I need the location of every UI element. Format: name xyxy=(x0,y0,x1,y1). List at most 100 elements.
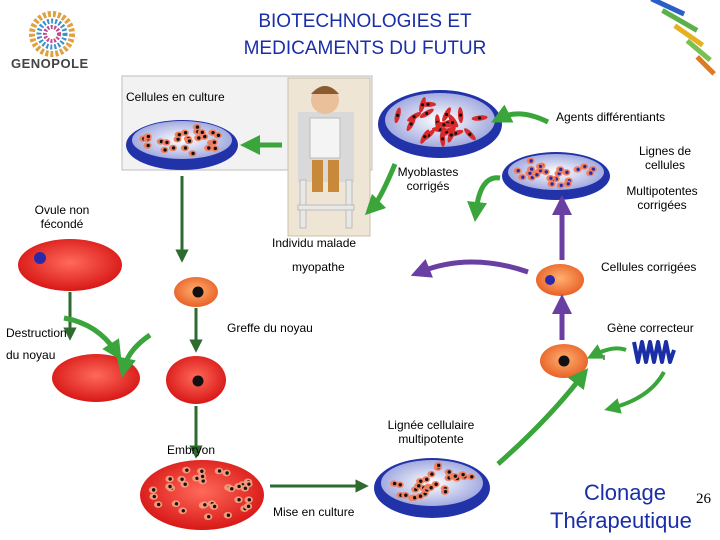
dish-cell-nucleus xyxy=(420,103,425,107)
cell-with-gene xyxy=(540,344,588,378)
dish-cell-nucleus xyxy=(183,482,187,486)
dish-cell-nucleus xyxy=(478,116,482,120)
arrow-destruction-noyau xyxy=(63,315,122,361)
dish-cell-nucleus xyxy=(529,167,534,171)
dish-cell-nucleus xyxy=(418,494,423,498)
dish-cell-nucleus xyxy=(404,493,408,497)
dish-cell-nucleus xyxy=(185,468,189,472)
dish-cell-nucleus xyxy=(429,485,433,490)
dish-cell-nucleus xyxy=(247,498,251,502)
dish-cell-nucleus xyxy=(203,503,207,507)
dish-cell-nucleus xyxy=(212,504,217,509)
dish-cell-nucleus xyxy=(176,137,180,141)
arrow-corrected-to-patient xyxy=(410,259,529,278)
title-line-2: MEDICAMENTS DU FUTUR xyxy=(243,38,487,59)
dish-cell-nucleus xyxy=(191,151,195,156)
decorative-stripes-icon xyxy=(650,0,716,76)
dish-cell-nucleus xyxy=(152,494,156,499)
dish-cell-nucleus xyxy=(538,168,543,173)
dish-cell-nucleus xyxy=(454,131,458,135)
label-lignee-cellulaire: Lignée cellulaire multipotente xyxy=(376,418,486,446)
dish-cell-nucleus xyxy=(212,140,217,144)
dish-cell-nucleus xyxy=(549,176,553,180)
label-individu-malade: Individu malade xyxy=(272,236,357,250)
page-title: BIOTECHNOLOGIES ET MEDICAMENTS DU FUTUR xyxy=(160,8,570,62)
dish-cell-nucleus xyxy=(181,509,186,513)
dish-cell-nucleus xyxy=(168,484,172,489)
dish-cell-nucleus xyxy=(430,472,434,476)
dish-cell-nucleus xyxy=(396,113,400,117)
cell-corrected xyxy=(536,264,584,296)
label-du-noyau: du noyau xyxy=(6,348,56,362)
dish-cell-nucleus xyxy=(168,477,172,481)
dish-cell-nucleus xyxy=(243,486,248,490)
dish-cell-nucleus xyxy=(207,146,211,150)
dish-cell-nucleus xyxy=(180,477,184,481)
label-cellules-en-culture: Cellules en culture xyxy=(126,90,225,104)
dish-cell-nucleus xyxy=(559,183,563,188)
cell-reconstituted xyxy=(166,356,226,404)
dish-cell-nucleus xyxy=(443,490,448,494)
dish-cell-nucleus xyxy=(163,148,167,152)
gene-marker xyxy=(603,355,605,360)
dish-cell-nucleus xyxy=(426,102,430,106)
dish-cell-nucleus xyxy=(183,131,188,135)
dish-cell-nucleus xyxy=(461,472,465,477)
dish-culture xyxy=(126,120,238,170)
dish-cell-nucleus xyxy=(550,182,554,186)
dish-cell-nucleus xyxy=(417,484,421,488)
label-embryon: Embryon xyxy=(167,443,216,457)
title-line-1: BIOTECHNOLOGIES ET xyxy=(258,11,472,32)
dish-multipotent-line xyxy=(374,458,490,518)
dish-cell-nucleus xyxy=(200,474,205,479)
dish-cell-nucleus xyxy=(468,132,472,136)
dish-cell-nucleus xyxy=(159,139,164,144)
dish-cell-nucleus xyxy=(453,474,458,478)
label-cellules-corrigees: Cellules corrigées xyxy=(601,260,697,274)
dish-cell-nucleus xyxy=(146,143,150,148)
label-lignes-de-cellules: Lignes de cellules xyxy=(620,144,710,172)
label-ovule-line-2: fécondé xyxy=(40,217,84,231)
dish-cell-nucleus xyxy=(217,469,222,473)
label-agents-differentiants: Agents différentiants xyxy=(556,110,666,124)
label-multipotentes-corrigees: Multipotentes corrigées xyxy=(612,184,712,212)
dish-cell-nucleus xyxy=(535,173,539,177)
dish-cell-nucleus xyxy=(423,135,427,139)
dish-cell-nucleus xyxy=(230,487,234,491)
dish-cell-nucleus xyxy=(200,130,205,135)
dish-cell-nucleus xyxy=(216,133,221,138)
arrow-culture-to-agents xyxy=(491,104,550,125)
dish-cell-nucleus xyxy=(566,182,571,186)
label-lignee-line-1: Lignée cellulaire xyxy=(387,418,475,432)
arrow-gene-into-cell xyxy=(586,344,627,359)
label-multipotentes-line-2: corrigées xyxy=(637,198,687,212)
dish-cell-nucleus xyxy=(447,470,451,474)
dish-cell-nucleus xyxy=(437,463,441,468)
dish-cell-nucleus xyxy=(412,115,416,119)
arrow-myoblasts-to-patient xyxy=(364,163,398,216)
gene-correcteur-icon xyxy=(632,340,676,364)
dish-cell-nucleus xyxy=(207,515,211,519)
dish-cell-nucleus xyxy=(398,483,402,487)
label-mise-en-culture: Mise en culture xyxy=(273,505,355,519)
dish-cell-nucleus xyxy=(237,484,241,489)
dish-cell-nucleus xyxy=(195,476,199,480)
dish-cell-nucleus xyxy=(544,170,549,174)
dish-cell-nucleus xyxy=(528,171,532,175)
dish-cell-nucleus xyxy=(458,113,463,117)
dish-cell-nucleus xyxy=(538,164,543,169)
label-lignes-line-2: cellules xyxy=(644,158,686,172)
dish-cell-nucleus xyxy=(576,167,580,172)
dish-cell-nucleus xyxy=(213,146,218,151)
dish-cell-nucleus xyxy=(151,488,156,492)
label-ovule-non-feconde: Ovule non fécondé xyxy=(22,203,102,231)
dish-cell-nucleus xyxy=(557,171,561,176)
label-myoblastes-line-1: Myoblastes xyxy=(397,165,459,179)
arrow-lignee-to-gene xyxy=(496,368,589,466)
arrow-gene-side xyxy=(604,371,666,414)
label-lignes-line-1: Lignes de xyxy=(638,144,692,158)
dish-cell-lines xyxy=(502,152,610,200)
dish-cell-nucleus xyxy=(392,481,397,486)
patient-photo xyxy=(287,77,371,237)
